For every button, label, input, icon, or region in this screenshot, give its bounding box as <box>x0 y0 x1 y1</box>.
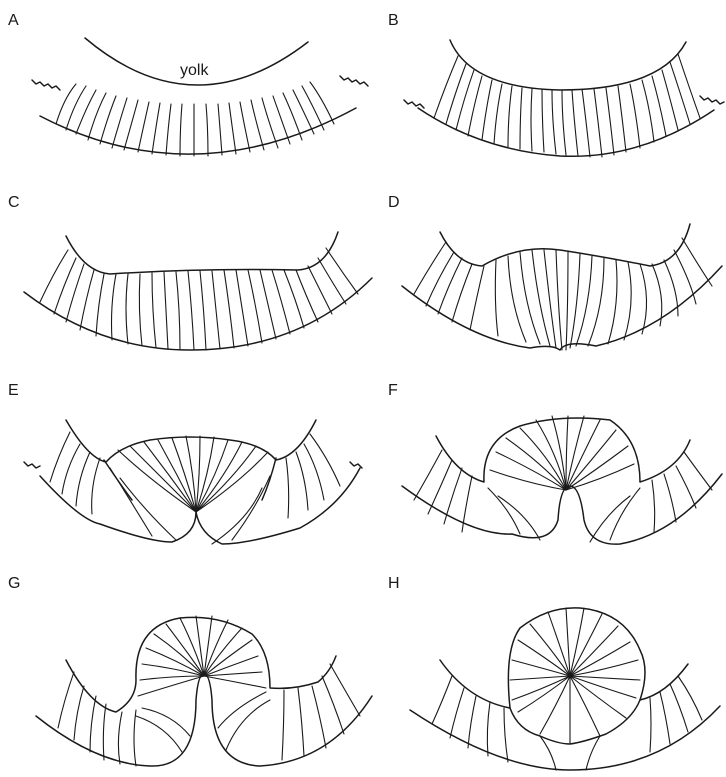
neural-plate-outer-edge <box>410 706 720 770</box>
yolk-boundary-curve <box>450 40 686 90</box>
ectoderm-edge-right <box>340 76 368 86</box>
panel-label-f: F <box>388 382 398 399</box>
cell-walls-f <box>414 416 712 542</box>
ectoderm-edge-left <box>404 100 424 108</box>
panel-c: C <box>8 194 372 350</box>
panel-label-g: G <box>8 575 20 592</box>
panel-b: B <box>388 12 724 157</box>
yolk-boundary-curve <box>440 224 690 266</box>
ectoderm-edge-right <box>700 96 724 104</box>
panel-h: H <box>388 575 720 770</box>
neural-plate-outer-edge <box>40 468 360 544</box>
panel-label-d: D <box>388 194 400 211</box>
cell-walls-c <box>40 248 358 350</box>
panel-label-b: B <box>388 12 399 29</box>
ectoderm-edge-right <box>350 462 362 468</box>
panel-f: F <box>388 382 722 544</box>
cell-walls-d <box>414 238 712 350</box>
neural-plate-outer-edge <box>40 108 356 154</box>
panel-label-a: A <box>8 12 19 29</box>
panel-label-c: C <box>8 194 20 211</box>
panel-a: A yolk <box>8 12 368 156</box>
yolk-boundary-curve <box>436 418 690 482</box>
cell-walls-a <box>56 82 334 156</box>
neural-plate-outer-edge <box>418 108 714 156</box>
neural-tube-lower-outline <box>510 700 640 744</box>
yolk-boundary-curve <box>66 232 338 274</box>
panel-d: D <box>388 194 722 350</box>
yolk-boundary-curve <box>66 617 336 712</box>
neural-plate-outer-edge <box>402 266 722 350</box>
yolk-boundary-curve <box>66 420 316 462</box>
ectoderm-edge-left <box>32 80 60 90</box>
yolk-label: yolk <box>180 62 209 79</box>
panel-e: E <box>8 382 362 544</box>
cell-walls-g <box>58 616 360 766</box>
neural-plate-outer-edge <box>36 674 372 766</box>
panel-label-e: E <box>8 382 19 399</box>
panel-g: G <box>8 575 372 766</box>
ectoderm-edge-left <box>24 462 40 468</box>
panel-label-h: H <box>388 575 400 592</box>
